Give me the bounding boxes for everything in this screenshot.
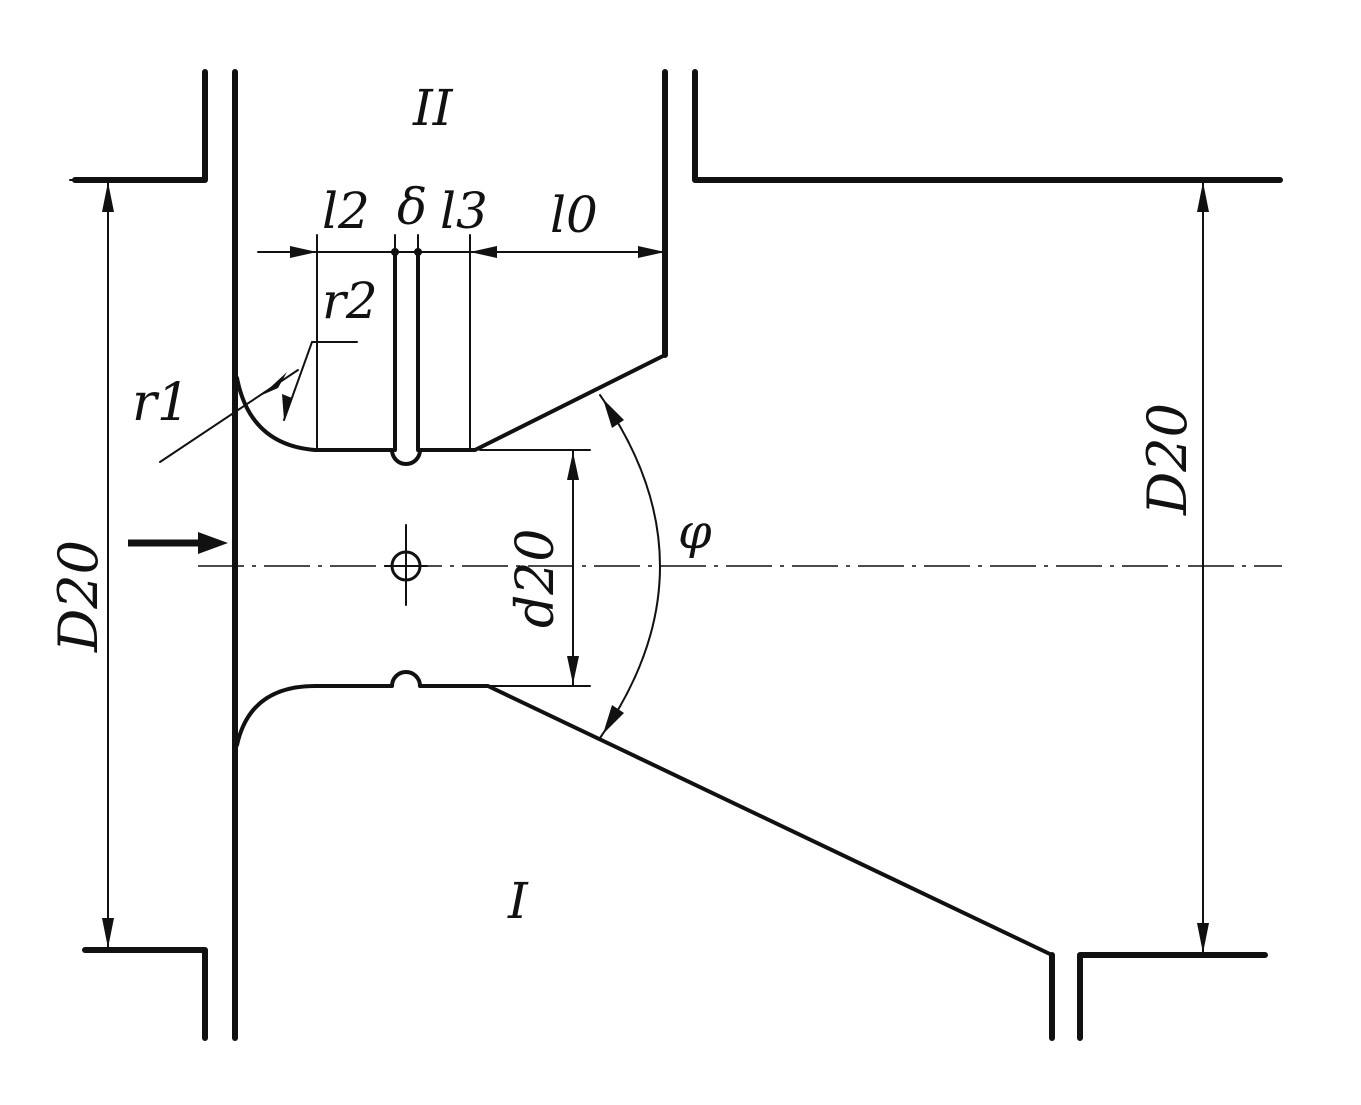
left-flange-lower [82, 947, 208, 1041]
right-flange-lower [1077, 952, 1268, 1041]
throat-diameter-label: d20 [506, 529, 566, 628]
arrow-right-icon [128, 532, 228, 554]
nozzle-profile [235, 250, 1054, 957]
length-3-label: l3 [440, 182, 488, 240]
gap-delta-label: δ [397, 178, 427, 236]
nozzle-profile-lower [235, 670, 1054, 957]
angle-label: φ [678, 504, 712, 560]
radius-2-leader [283, 341, 358, 421]
region-upper-label: II [412, 79, 454, 137]
labels: II I l2 δ l3 l0 r2 r1 φ d20 D20 D20 [47, 79, 1199, 930]
groove-slot [393, 250, 420, 452]
radius-2-label: r2 [322, 272, 378, 330]
angle-arc [599, 394, 661, 739]
circle-cross-icon [384, 524, 428, 606]
pipe-walls [72, 69, 1283, 1041]
length-2-label: l2 [322, 182, 370, 240]
extension-lines [69, 179, 1281, 687]
dimension-lines [102, 179, 1209, 956]
right-flange-upper [692, 69, 1283, 183]
region-lower-label: I [507, 872, 529, 930]
left-flange-upper [72, 69, 208, 183]
left-diameter-label: D20 [47, 540, 110, 653]
radius-1-label: r1 [132, 373, 190, 433]
nozzle-profile-upper [235, 353, 667, 466]
right-diameter-label: D20 [1136, 403, 1199, 516]
length-0-label: l0 [550, 186, 598, 244]
